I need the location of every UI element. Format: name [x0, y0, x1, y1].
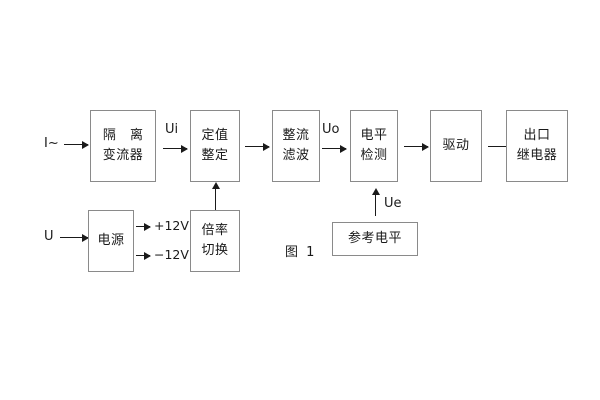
ue-signal-label: Ue	[384, 196, 402, 211]
reference-level-block: 参考电平	[332, 222, 418, 256]
ui-signal-arrow	[163, 144, 188, 153]
power-supply-block: 电源	[88, 210, 134, 272]
isolation-transformer-line1: 隔 离	[102, 127, 149, 143]
positive-rail-arrow	[136, 222, 151, 231]
output-relay-line1: 出口	[523, 127, 551, 143]
multiplier-switch-line2: 切换	[201, 243, 229, 258]
multiplier-switch-line1: 倍率	[201, 222, 229, 238]
voltage-input-arrow	[60, 233, 89, 242]
power-supply-line1: 电源	[97, 232, 125, 248]
output-relay-block: 出口 继电器	[506, 110, 568, 182]
uo-signal-label: Uo	[322, 122, 340, 137]
rectify-filter-block: 整流 滤波	[272, 110, 320, 182]
negative-rail-arrow	[136, 251, 151, 260]
level-detection-line2: 检测	[360, 148, 388, 163]
isolation-transformer-block: 隔 离 变流器	[90, 110, 156, 182]
setting-value-block: 定值 整定	[190, 110, 240, 182]
isolation-transformer-line2: 变流器	[102, 148, 144, 163]
multiplier-to-setting-arrow	[211, 182, 220, 210]
setting-value-line2: 整定	[201, 148, 229, 163]
current-input-label: I~	[44, 136, 59, 151]
multiplier-switch-block: 倍率 切换	[190, 210, 240, 272]
level-detection-block: 电平 检测	[350, 110, 398, 182]
output-relay-line2: 继电器	[516, 148, 558, 163]
detection-to-drive-arrow	[404, 142, 429, 151]
setting-to-rectify-arrow	[245, 142, 270, 151]
ui-signal-label: Ui	[165, 122, 179, 137]
figure-caption: 图 1	[285, 245, 317, 260]
ue-signal-arrow	[371, 188, 380, 216]
drive-line1: 驱动	[442, 137, 470, 153]
positive-rail-label: +12V	[154, 218, 189, 233]
setting-value-line1: 定值	[201, 127, 229, 143]
current-input-arrow	[64, 140, 89, 149]
level-detection-line1: 电平	[360, 127, 388, 143]
drive-block: 驱动	[430, 110, 482, 182]
reference-level-line1: 参考电平	[347, 230, 402, 246]
rectify-filter-line2: 滤波	[282, 148, 310, 163]
rectify-filter-line1: 整流	[282, 127, 310, 143]
voltage-input-label: U	[44, 229, 54, 244]
negative-rail-label: −12V	[154, 247, 189, 262]
uo-signal-arrow	[322, 144, 347, 153]
